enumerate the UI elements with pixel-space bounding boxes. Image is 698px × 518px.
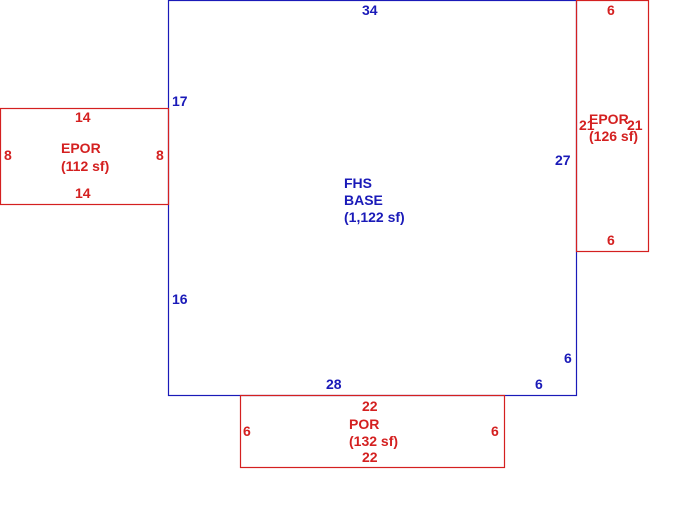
dim-epor-left-right: 8 xyxy=(156,147,164,163)
dim-epor-right-top: 6 xyxy=(607,2,615,18)
dim-por-bottom: 22 xyxy=(362,449,378,465)
dim-base-left-upper: 17 xyxy=(172,93,188,109)
dim-epor-left-left: 8 xyxy=(4,147,12,163)
dim-por-left: 6 xyxy=(243,423,251,439)
dim-base-bottom: 28 xyxy=(326,376,342,392)
epor-left-area: (112 sf) xyxy=(61,158,109,174)
dim-epor-left-top: 14 xyxy=(75,109,91,125)
base-area: (1,122 sf) xyxy=(344,209,405,225)
epor-left-outline xyxy=(0,107,170,206)
por-name: POR xyxy=(349,416,379,432)
dim-por-top: 22 xyxy=(362,398,378,414)
base-name-line2: BASE xyxy=(344,192,383,208)
base-name-line1: FHS xyxy=(344,175,372,191)
epor-left-name: EPOR xyxy=(61,140,101,156)
dim-epor-right-right: 21 xyxy=(627,117,643,133)
por-outline xyxy=(239,394,506,469)
dim-base-top: 34 xyxy=(362,2,378,18)
dim-base-corner-vertical: 6 xyxy=(564,350,572,366)
dim-epor-left-bottom: 14 xyxy=(75,185,91,201)
epor-right-area: (126 sf) xyxy=(589,128,638,144)
dim-epor-right-bottom: 6 xyxy=(607,232,615,248)
epor-right-outline xyxy=(575,0,650,253)
dim-base-left-lower: 16 xyxy=(172,291,188,307)
epor-right-name: EPOR xyxy=(589,111,629,127)
dim-base-corner-horizontal: 6 xyxy=(535,376,543,392)
por-area: (132 sf) xyxy=(349,433,398,449)
dim-epor-right-left: 21 xyxy=(579,117,595,133)
dim-por-right: 6 xyxy=(491,423,499,439)
dim-base-right: 27 xyxy=(555,152,571,168)
